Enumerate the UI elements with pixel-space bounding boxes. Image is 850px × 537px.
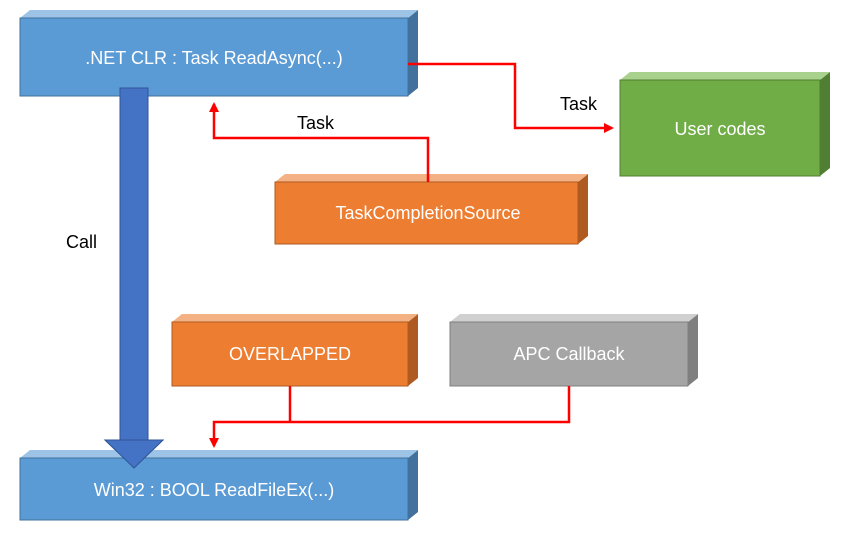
user-codes-box: User codes (619, 72, 830, 177)
call-arrow (103, 87, 165, 469)
overlapped-to-win32-arrow (209, 386, 571, 448)
call-label: Call (66, 232, 97, 252)
overlapped-label: OVERLAPPED (229, 344, 351, 364)
call-arrow-head (103, 439, 165, 469)
win32-label: Win32 : BOOL ReadFileEx(...) (94, 480, 334, 500)
task-from-tcs-arrow (209, 102, 430, 182)
dotnet-clr-label: .NET CLR : Task ReadAsync(...) (85, 48, 342, 68)
task-from-tcs-label: Task (297, 113, 335, 133)
overlapped-box: OVERLAPPED (171, 314, 418, 387)
win32-box: Win32 : BOOL ReadFileEx(...) (19, 450, 418, 521)
apc-callback-box: APC Callback (449, 314, 698, 387)
dotnet-clr-box: .NET CLR : Task ReadAsync(...) (19, 10, 418, 97)
task-to-user-arrow (408, 62, 614, 133)
task-completion-source-label: TaskCompletionSource (335, 203, 520, 223)
task-to-user-label: Task (560, 94, 598, 114)
task-completion-source-box: TaskCompletionSource (274, 174, 588, 245)
apc-callback-label: APC Callback (513, 344, 625, 364)
user-codes-label: User codes (674, 119, 765, 139)
